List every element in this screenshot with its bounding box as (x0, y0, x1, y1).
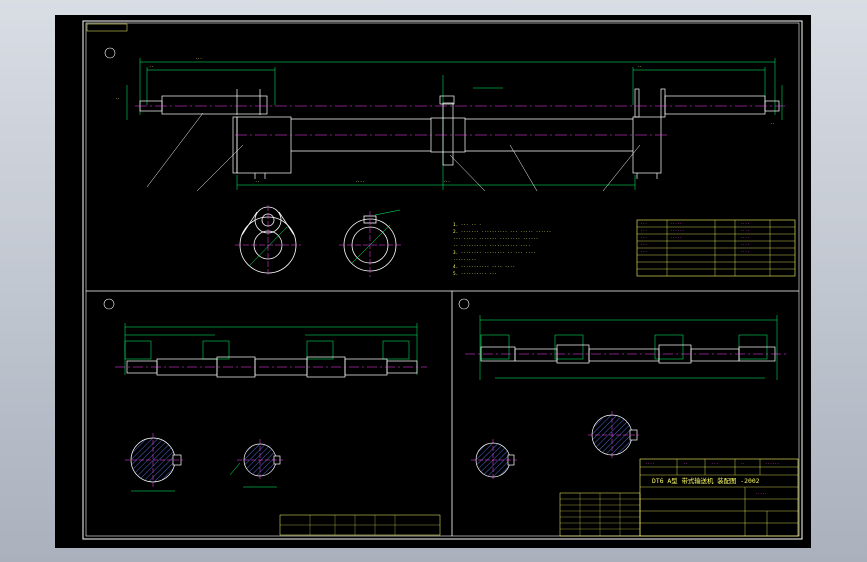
svg-text:···: ··· (443, 179, 450, 184)
svg-text:····: ···· (740, 249, 750, 254)
cross-sections (235, 205, 401, 277)
top-dimension-text: ······· ········· ···· (115, 56, 775, 184)
title-block: DT6 A型 带式输送机 装配图 -2002 ········· ·······… (639, 458, 799, 537)
svg-text:·········: ········· (453, 258, 476, 263)
svg-text:···: ··· (640, 221, 647, 226)
svg-text:·· ·········· ··········· ····: ·· ·········· ··········· ···· (453, 244, 531, 249)
detail-view-b (103, 298, 427, 492)
svg-text:···: ··· (195, 56, 202, 61)
technical-notes: 1. ··· ·· · 2. ······· ·········· ··· ··… (453, 222, 551, 277)
svg-text:··· ····· ······· ········ ···: ··· ····· ······· ········ ······ (453, 237, 538, 242)
inner-border (85, 22, 800, 537)
svg-text:··: ·· (740, 461, 745, 466)
title-block-text: ········· ········ ····· (645, 461, 779, 496)
svg-text:2. ······· ·········· ··· ····: 2. ······· ·········· ··· ····· ······ (453, 229, 551, 235)
svg-text:··: ·· (149, 64, 154, 69)
shaft-right (634, 88, 780, 179)
svg-text:4. ··········· ···· ····: 4. ··········· ···· ···· (453, 264, 515, 270)
svg-text:···: ··· (640, 242, 647, 247)
shaft-c-section-centerlines (471, 411, 639, 481)
svg-text:1. ··· ·· ·: 1. ··· ·· · (453, 222, 481, 228)
svg-text:···: ··· (640, 228, 647, 233)
drawing-number-box (86, 23, 128, 32)
parts-list-top-text: ············ ············· ············ … (640, 221, 750, 254)
view-marker-c (458, 298, 470, 310)
svg-text:··: ·· (115, 96, 120, 101)
view-marker-b (103, 298, 115, 310)
svg-text:····: ···· (645, 461, 655, 466)
svg-text:··: ·· (637, 64, 642, 69)
parts-list-top: ············ ············· ············ … (636, 219, 796, 277)
svg-text:···: ··· (640, 249, 647, 254)
svg-text:·····: ····· (670, 235, 682, 240)
section-dimensions (249, 209, 401, 266)
svg-text:····: ···· (740, 221, 750, 226)
revision-block (559, 492, 641, 537)
shaft-b-section-dimensions (131, 462, 277, 492)
top-dimensions (126, 58, 783, 190)
svg-text:····: ···· (740, 235, 750, 240)
svg-text:······: ······ (670, 228, 684, 233)
svg-text:··: ·· (683, 461, 688, 466)
svg-text:5. ·········· ···: 5. ·········· ··· (453, 271, 497, 277)
leader-lines (146, 112, 641, 192)
svg-text:···: ··· (711, 461, 718, 466)
svg-text:3. ········ ········ ·· ··· ··: 3. ········ ········ ·· ··· ···· (453, 250, 536, 256)
svg-text:····: ···· (740, 228, 750, 233)
svg-text:···: ··· (640, 235, 647, 240)
outer-border (82, 20, 803, 540)
svg-text:·····: ····· (670, 221, 682, 226)
shaft-b-section-centerlines (125, 433, 283, 487)
svg-text:······: ······ (765, 461, 779, 466)
shaft-c-sections (475, 414, 638, 478)
assembly-view: ······· ········· ···· (104, 47, 785, 192)
section-centerlines (235, 205, 401, 277)
svg-text:····: ···· (740, 242, 750, 247)
detail-view-c (458, 298, 787, 481)
view-marker-top (104, 47, 116, 59)
shaft-c-dimensions (479, 315, 778, 380)
top-centerlines (135, 105, 785, 136)
svg-text:··: ·· (255, 179, 260, 184)
cad-drawing: ······· ········· ···· (82, 20, 803, 540)
table-view-b (279, 514, 441, 536)
shaft-left (139, 89, 292, 179)
drawing-sheet: ······· ········· ···· (55, 15, 811, 548)
drum-tube (291, 95, 662, 174)
svg-text:····: ···· (355, 179, 365, 184)
svg-text:·····: ····· (755, 491, 767, 496)
svg-text:··: ·· (770, 121, 775, 126)
drawing-title: DT6 A型 带式输送机 装配图 -2002 (652, 476, 760, 485)
